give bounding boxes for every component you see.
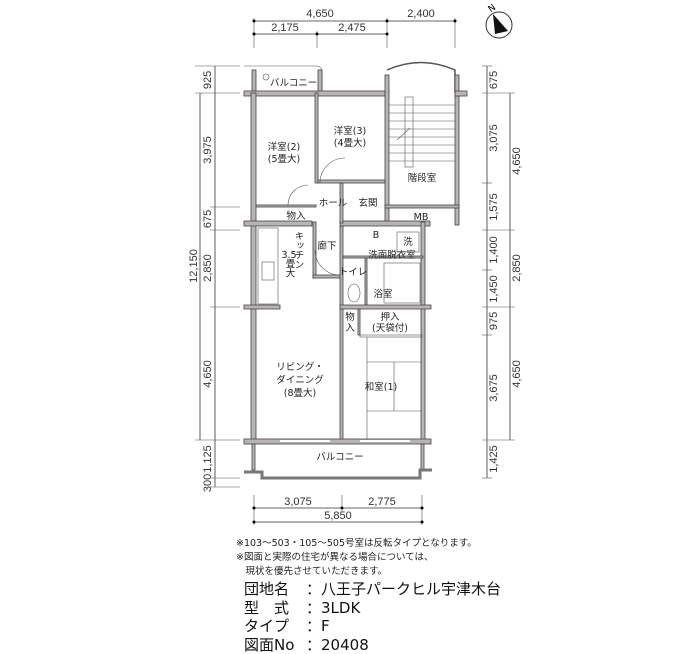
label-washroom: 洗面脱衣室 [368, 249, 416, 261]
info-value: F [321, 617, 330, 635]
info-label: 型 式 [244, 599, 306, 618]
dim-right-outer-4650b: 4,650 [511, 360, 523, 388]
dim-bottom-2775: 2,775 [368, 496, 396, 508]
label-storage1: 物入 [286, 210, 306, 222]
dim-left-12150: 12,150 [188, 249, 200, 283]
dim-bottom-5850: 5,850 [324, 510, 352, 522]
left-dimensions: 925 3,975 675 2,850 4,650 1,125 300 12,1… [188, 66, 240, 492]
dim-right-1450: 1,450 [488, 275, 500, 303]
dim-right-975: 975 [488, 312, 500, 330]
dim-top-4650: 4,650 [306, 8, 334, 20]
dim-top-2475: 2,475 [338, 22, 366, 34]
label-b-mark: B [373, 230, 380, 241]
label-storage2b: 入 [345, 323, 355, 334]
label-western2: 洋室(2) [268, 141, 300, 153]
dim-right-outer-2850: 2,850 [511, 254, 523, 282]
label-oshiire-sub: (天袋付) [372, 322, 408, 334]
info-row-variant: タイプ：F [244, 617, 501, 636]
label-balcony-bottom: バルコニー [316, 452, 363, 463]
info-row-drawing-no: 図面No：20408 [244, 636, 501, 654]
dim-left-1125: 1,125 [202, 445, 214, 473]
label-balcony-top: バルコニー [270, 78, 317, 89]
label-western3-size: (4畳大) [334, 137, 366, 149]
label-western3: 洋室(3) [334, 125, 366, 137]
dim-left-675: 675 [202, 210, 214, 228]
notes: ※103～503・105～505号室は反転タイプとなります。 ※図面と実際の住宅… [236, 537, 477, 579]
dim-right-675: 675 [488, 71, 500, 89]
info-separator: ： [306, 599, 321, 617]
label-living1: リビング・ [276, 361, 324, 373]
dim-left-3975: 3,975 [202, 136, 214, 164]
dim-bottom-3075: 3,075 [284, 496, 312, 508]
dim-top-2175: 2,175 [271, 22, 299, 34]
info-value: 3LDK [321, 599, 360, 617]
room-labels: バルコニー 洋室(2) (5畳大) 洋室(3) (4畳大) 階段室 ホール 玄関… [268, 78, 436, 463]
label-kitchen-size2: 畳大 [284, 259, 296, 279]
north-compass-icon: N [486, 3, 512, 38]
label-toilet: トイレ [339, 267, 368, 278]
label-western2-size: (5畳大) [268, 153, 300, 165]
top-dimensions: 4,650 2,400 2,175 2,475 [253, 8, 457, 48]
dim-left-300: 300 [202, 474, 214, 492]
info-value: 20408 [321, 636, 369, 654]
property-info: 団地名：八王子パークヒル宇津木台 型 式：3LDK タイプ：F 図面No：204… [244, 580, 501, 654]
info-value: 八王子パークヒル宇津木台 [321, 580, 501, 598]
note-line: ※103～503・105～505号室は反転タイプとなります。 [236, 537, 477, 551]
dim-right-3675: 3,675 [488, 374, 500, 402]
label-hall: ホール [319, 198, 348, 209]
label-stairs: 階段室 [408, 172, 437, 184]
right-dimensions: 675 3,075 1,575 1,400 1,450 975 3,675 1,… [482, 66, 523, 478]
label-living2: ダイニング [276, 374, 324, 386]
dim-right-3075: 3,075 [488, 124, 500, 152]
info-separator: ： [306, 617, 321, 635]
dim-right-1575: 1,575 [488, 193, 500, 221]
info-row-name: 団地名：八王子パークヒル宇津木台 [244, 580, 501, 599]
label-storage2a: 物 [345, 311, 355, 323]
dim-right-outer-4650a: 4,650 [511, 147, 523, 175]
label-mb: MB [414, 212, 429, 223]
dim-top-2400: 2,400 [407, 8, 435, 20]
label-bath: 浴室 [373, 288, 392, 300]
label-washitsu: 和室(1) [365, 381, 397, 393]
label-entrance: 玄関 [358, 197, 377, 209]
info-label: 図面No [244, 636, 306, 654]
dim-left-2850: 2,850 [202, 254, 214, 282]
dim-left-4650: 4,650 [202, 360, 214, 388]
dim-left-925: 925 [202, 71, 214, 89]
label-living-size: (8畳大) [284, 387, 316, 399]
note-line: 現状を優先させていただきます。 [236, 565, 477, 579]
dim-right-1400: 1,400 [488, 236, 500, 264]
bottom-dimensions: 3,075 2,775 5,850 [253, 495, 424, 525]
info-label: タイプ [244, 617, 306, 636]
label-oshiire: 押入 [380, 311, 400, 323]
info-label: 団地名 [244, 580, 306, 599]
info-separator: ： [306, 636, 321, 654]
staircase [389, 97, 455, 167]
label-corridor: 廊下 [317, 240, 336, 252]
dim-right-1425: 1,425 [488, 445, 500, 473]
label-washer: 洗 [403, 236, 413, 248]
info-separator: ： [306, 580, 321, 598]
note-line: ※図面と実際の住宅が異なる場合については、 [236, 551, 477, 565]
info-row-type: 型 式：3LDK [244, 599, 501, 618]
